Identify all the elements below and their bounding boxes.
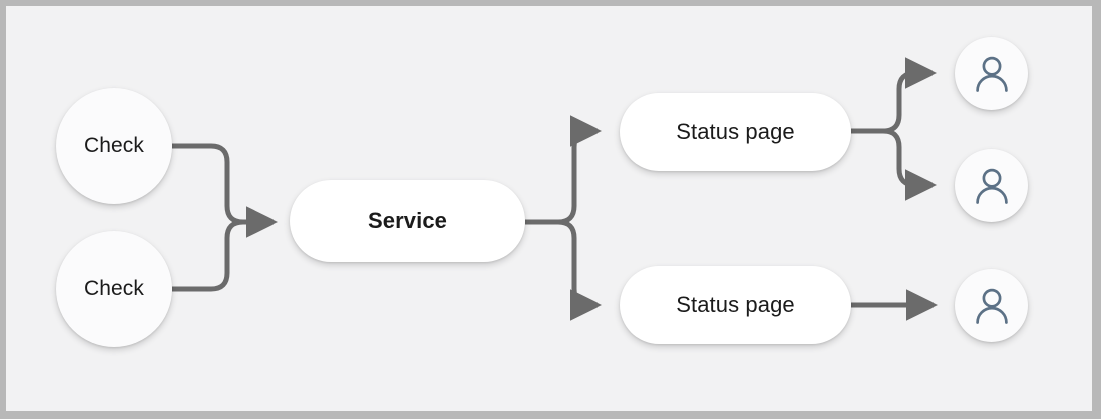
node-check-bottom-label: Check: [83, 277, 145, 300]
connector-service-to-status-top: [557, 115, 603, 225]
user-avatar-icon: [970, 284, 1014, 328]
connector-check-top-to-service: [172, 143, 268, 225]
node-service-label: Service: [368, 208, 447, 233]
user-avatar-icon: [970, 164, 1014, 208]
connector-status-top-to-user-top: [882, 57, 938, 134]
node-status-page-top-label: Status page: [676, 119, 795, 144]
connector-layer: [172, 57, 939, 321]
node-user-middle[interactable]: [955, 149, 1028, 222]
node-status-page-bottom[interactable]: Status page: [620, 266, 851, 344]
node-status-page-bottom-label: Status page: [676, 292, 795, 317]
user-avatar-icon: [970, 52, 1014, 96]
node-status-page-top[interactable]: Status page: [620, 93, 851, 171]
connector-check-bottom-to-service: [172, 219, 268, 292]
connector-service-to-status-bottom: [557, 219, 603, 321]
diagram-canvas: Check Check Service Status page Status p…: [6, 6, 1092, 411]
connector-status-top-to-user-middle: [882, 128, 938, 201]
node-user-top[interactable]: [955, 37, 1028, 110]
node-check-bottom[interactable]: Check: [56, 231, 172, 347]
node-check-top[interactable]: Check: [56, 88, 172, 204]
node-check-top-label: Check: [83, 134, 145, 157]
node-service[interactable]: Service: [290, 180, 525, 262]
node-user-bottom[interactable]: [955, 269, 1028, 342]
